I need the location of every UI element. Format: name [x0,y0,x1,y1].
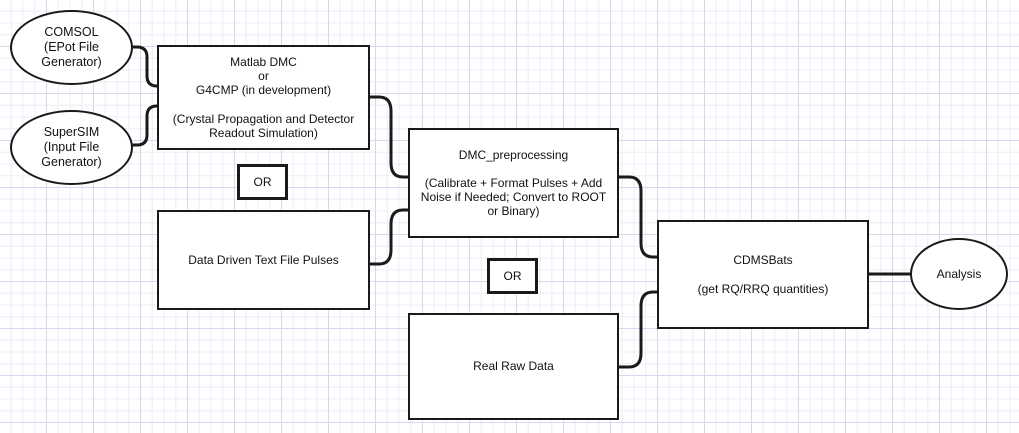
node-analysis[interactable]: Analysis [910,238,1008,310]
node-or-1[interactable]: OR [237,164,288,200]
node-or-2-label: OR [503,268,522,283]
node-dmc-preprocessing[interactable]: DMC_preprocessing (Calibrate + Format Pu… [408,128,619,238]
edge-4-datadriven-to-preprocessing [370,208,408,266]
edge-5-preprocessing-to-cdmsbats [619,175,657,259]
edge-1-comsol-matlab [131,45,158,88]
edge-3-matlab-to-preprocessing [370,95,408,179]
node-data-driven-pulses-label: Data Driven Text File Pulses [188,252,339,267]
node-comsol[interactable]: COMSOL (EPot File Generator) [10,10,133,85]
node-comsol-label: COMSOL (EPot File Generator) [41,25,102,69]
node-real-raw-data[interactable]: Real Raw Data [408,313,619,420]
node-matlab-dmc-label: Matlab DMC or G4CMP (in development) (Cr… [172,55,355,140]
node-cdmsbats-label: CDMSBats (get RQ/RRQ quantities) [697,253,829,296]
node-analysis-label: Analysis [936,266,982,281]
node-matlab-dmc[interactable]: Matlab DMC or G4CMP (in development) (Cr… [157,45,370,150]
node-real-raw-data-label: Real Raw Data [473,359,554,374]
node-supersim-label: SuperSIM (Input File Generator) [41,125,102,169]
node-or-1-label: OR [253,174,272,189]
edge-6-rawdata-to-cdmsbats [619,290,657,369]
node-dmc-preprocessing-label: DMC_preprocessing (Calibrate + Format Pu… [420,147,607,219]
node-data-driven-pulses[interactable]: Data Driven Text File Pulses [157,210,370,310]
node-cdmsbats[interactable]: CDMSBats (get RQ/RRQ quantities) [657,220,869,329]
edge-2-supersim-matlab [131,104,158,147]
node-supersim[interactable]: SuperSIM (Input File Generator) [10,110,133,185]
node-or-2[interactable]: OR [487,258,538,294]
